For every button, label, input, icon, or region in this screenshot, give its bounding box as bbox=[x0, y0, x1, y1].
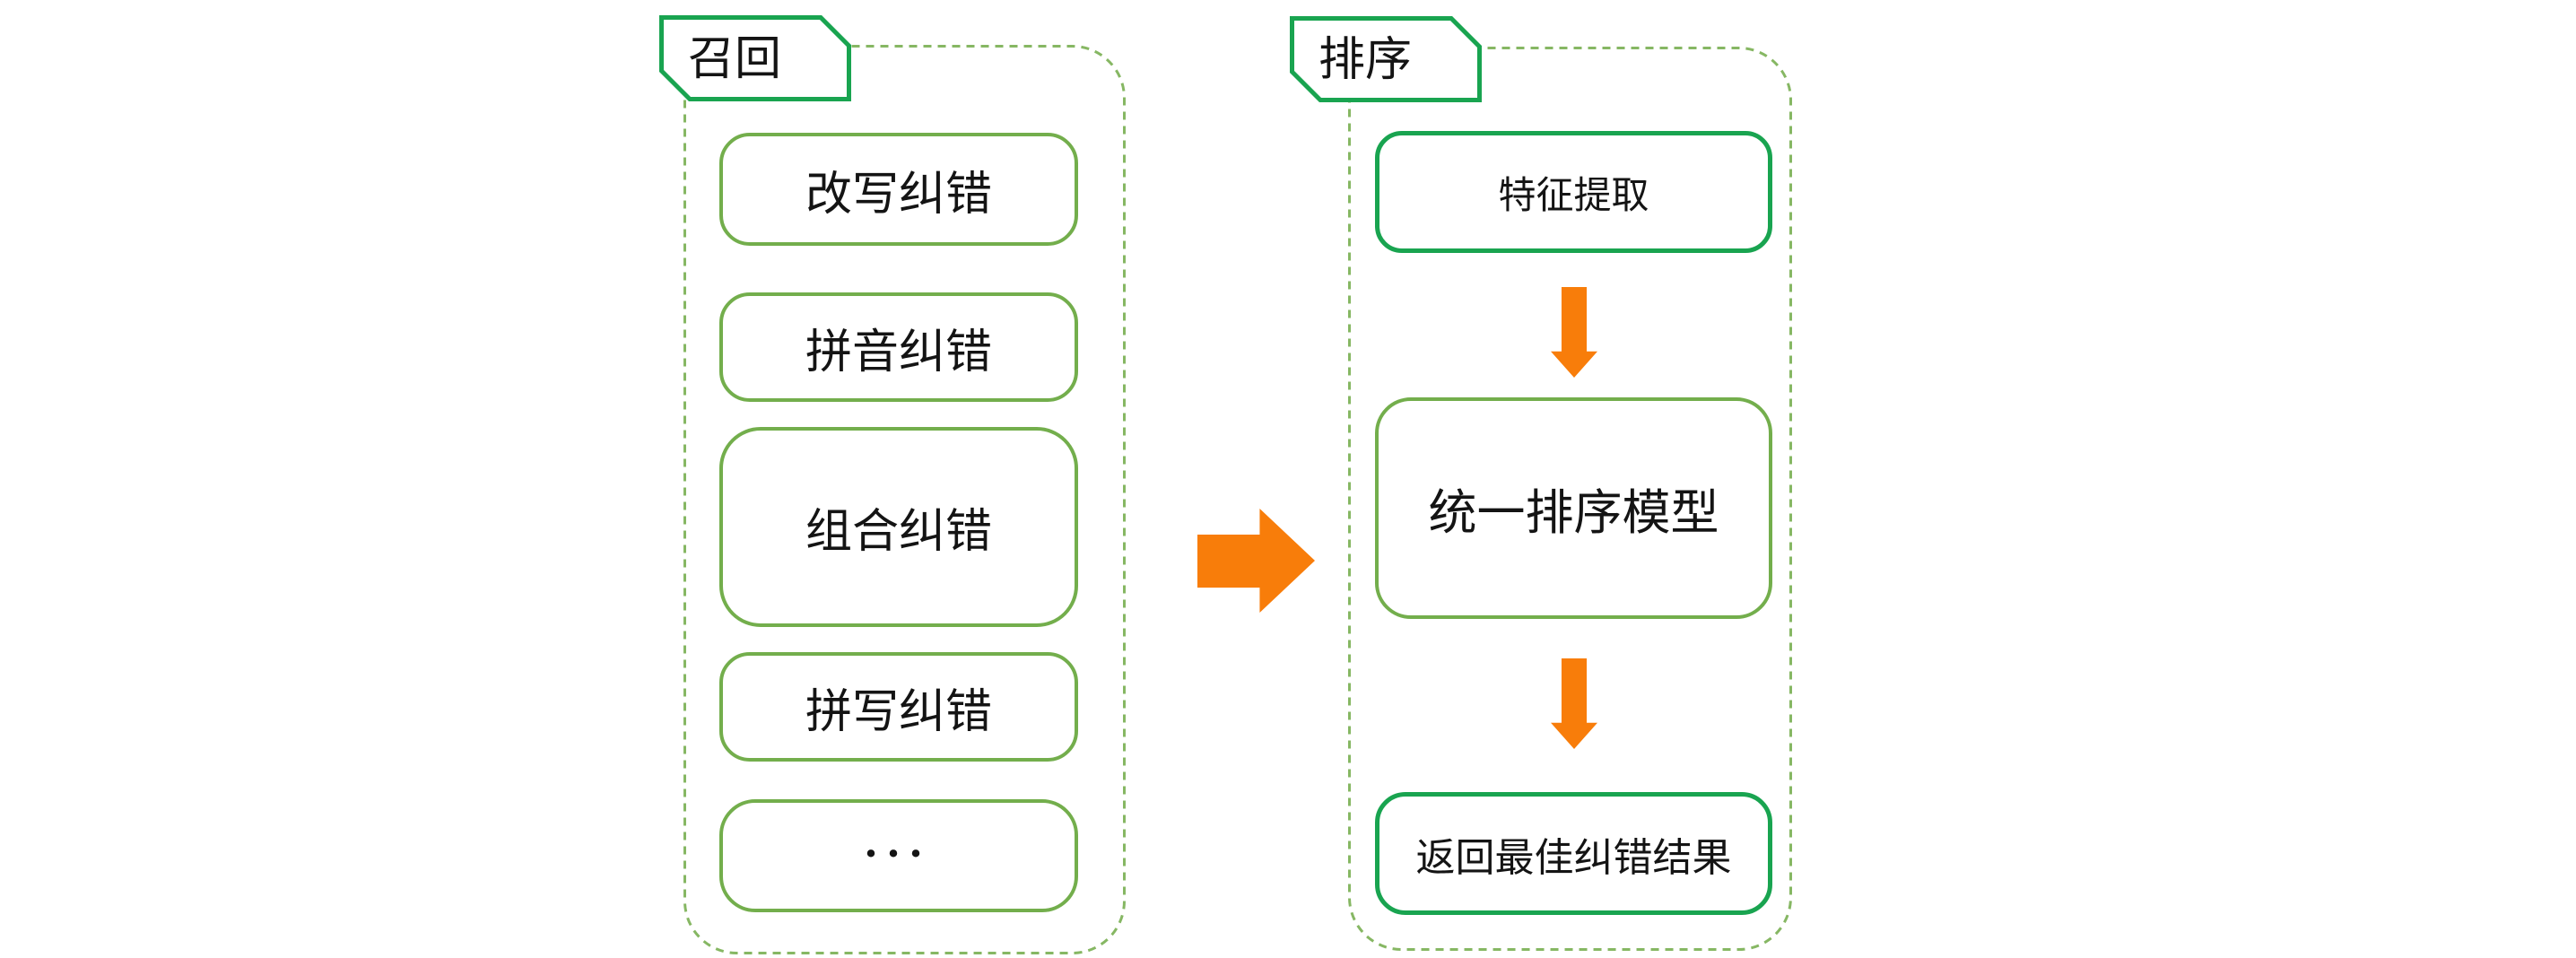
ranking-label: 排序 bbox=[1290, 16, 1482, 102]
node-label: 拼音纠错 bbox=[805, 327, 992, 379]
recall-node-more: ... bbox=[719, 799, 1078, 912]
recall-label-text: 召回 bbox=[688, 34, 781, 85]
recall-node-pinyin: 拼音纠错 bbox=[719, 292, 1078, 402]
node-label: 返回最佳纠错结果 bbox=[1415, 835, 1732, 880]
node-label: ... bbox=[865, 815, 933, 867]
node-label: 改写纠错 bbox=[805, 169, 992, 221]
recall-group-outline bbox=[683, 45, 1126, 954]
recall-label: 召回 bbox=[659, 15, 851, 101]
node-label: 特征提取 bbox=[1498, 175, 1649, 217]
recall-label-shape bbox=[659, 15, 851, 101]
right-block-arrow-icon bbox=[1197, 509, 1315, 613]
ranking-label-text: 排序 bbox=[1318, 35, 1412, 86]
ranking-node-return-result: 返回最佳纠错结果 bbox=[1375, 792, 1772, 915]
ranking-node-unified-model: 统一排序模型 bbox=[1375, 397, 1772, 619]
node-label: 拼写纠错 bbox=[805, 686, 992, 738]
recall-node-spelling: 拼写纠错 bbox=[719, 652, 1078, 762]
ranking-node-feature-extraction: 特征提取 bbox=[1375, 131, 1772, 253]
ranking-group-outline bbox=[1348, 47, 1792, 951]
node-label: 统一排序模型 bbox=[1428, 486, 1719, 540]
recall-node-combination: 组合纠错 bbox=[719, 427, 1078, 627]
recall-node-rewrite: 改写纠错 bbox=[719, 133, 1078, 246]
ranking-label-shape bbox=[1290, 16, 1482, 102]
node-label: 组合纠错 bbox=[805, 507, 992, 558]
